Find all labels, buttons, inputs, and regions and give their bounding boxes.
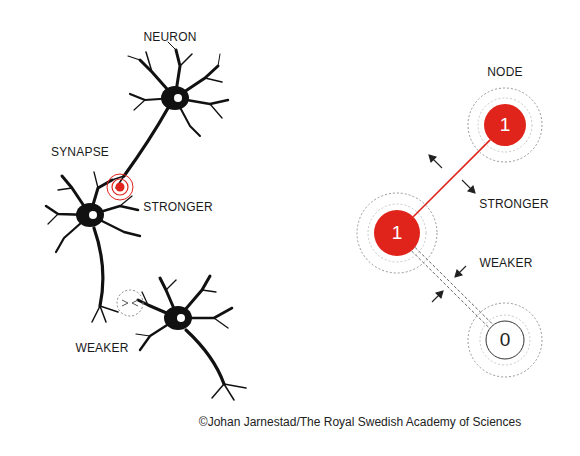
network-node: 1 — [355, 191, 439, 275]
neuron — [136, 276, 246, 400]
cell-body — [76, 203, 104, 227]
text-label: NODE — [487, 65, 522, 79]
node-value: 1 — [466, 86, 544, 164]
network-node: 0 — [466, 301, 544, 379]
node-value: 1 — [355, 191, 439, 275]
synapse-strong — [107, 174, 133, 200]
text-label: STRONGER — [143, 200, 213, 214]
strong-connection — [413, 140, 490, 217]
synapse-weak — [117, 290, 143, 316]
connection-label: STRONGER — [479, 197, 549, 211]
caption: ©Johan Jarnestad/The Royal Swedish Acade… — [199, 415, 521, 429]
neuron — [112, 42, 228, 188]
cell-body — [164, 306, 192, 330]
neuron — [46, 172, 140, 322]
text-label: WEAKER — [75, 341, 128, 355]
text-label: SYNAPSE — [51, 145, 109, 159]
cell-body — [161, 86, 189, 110]
connection-label: WEAKER — [479, 256, 532, 270]
node-value: 0 — [466, 301, 544, 379]
network-node: 1 — [466, 86, 544, 164]
text-label: NEURON — [143, 30, 196, 44]
